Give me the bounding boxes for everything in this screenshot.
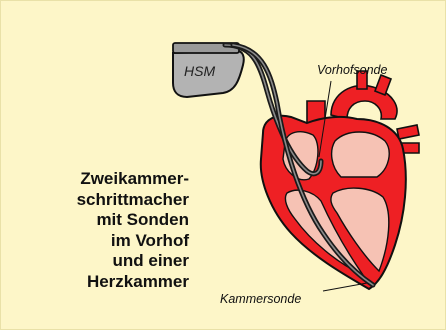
pulmonary-vein	[397, 125, 419, 139]
caption-line: und einer	[11, 251, 189, 272]
caption-line: schrittmacher	[11, 190, 189, 211]
pacemaker-label: HSM	[184, 63, 215, 79]
left-atrium-chamber	[332, 132, 390, 177]
aorta-branch	[375, 75, 391, 95]
kammersonde-pointer	[323, 283, 367, 291]
ventricular-lead-label: Kammersonde	[220, 292, 301, 306]
caption-line: Zweikammer-	[11, 169, 189, 190]
diagram-caption: Zweikammer- schrittmacher mit Sonden im …	[11, 169, 189, 292]
caption-line: mit Sonden	[11, 210, 189, 231]
caption-line: im Vorhof	[11, 231, 189, 252]
caption-line: Herzkammer	[11, 272, 189, 293]
atrial-lead-label: Vorhofsonde	[317, 63, 387, 77]
